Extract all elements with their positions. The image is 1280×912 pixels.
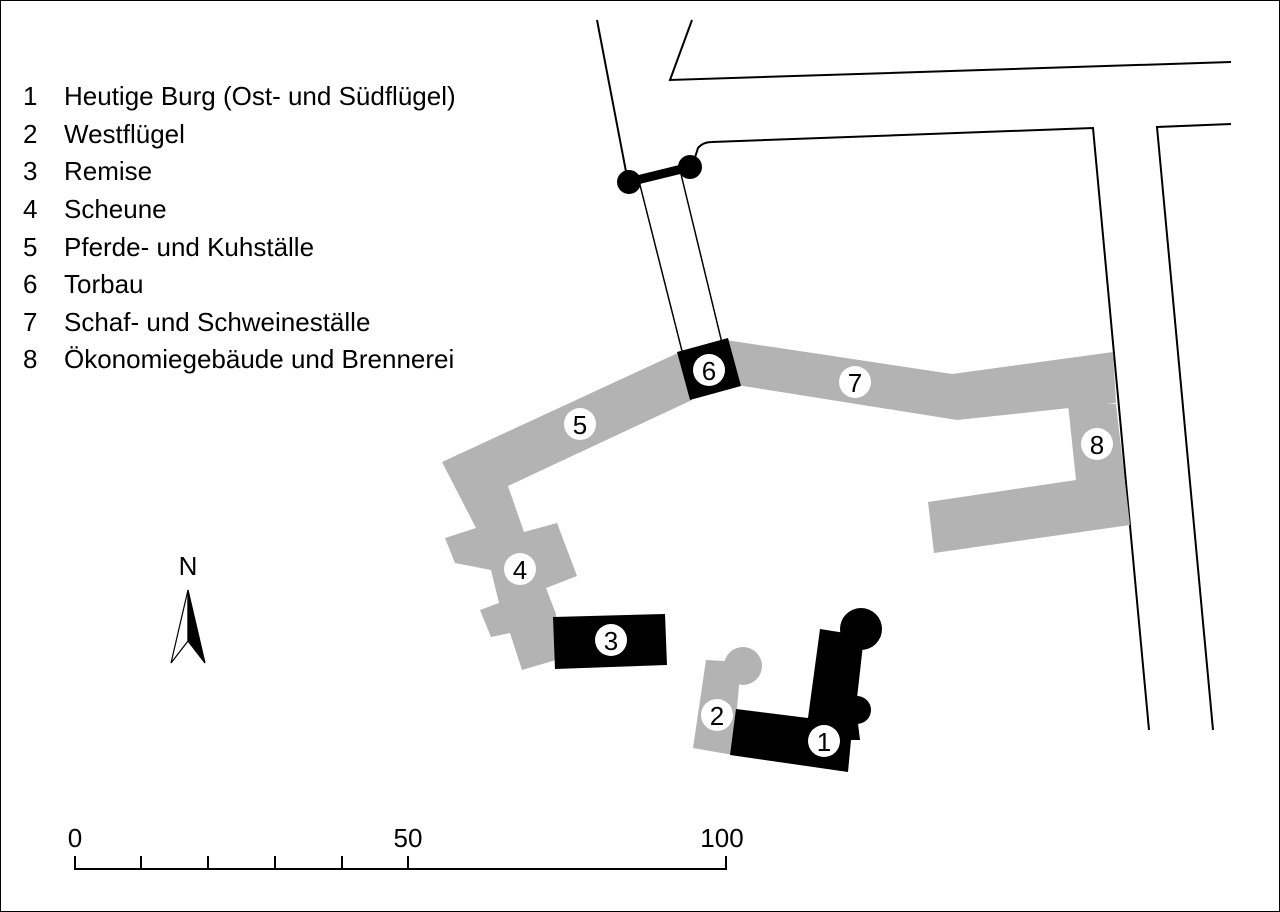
scale-label-0: 0 — [68, 823, 82, 853]
road-line — [596, 19, 629, 183]
legend-number: 7 — [23, 307, 38, 337]
legend-number: 6 — [23, 269, 38, 299]
building-8-shape — [928, 404, 1130, 553]
legend-text: Heutige Burg (Ost- und Südflügel) — [64, 81, 456, 111]
former-buildings — [442, 340, 1130, 755]
legend-text: Remise — [64, 156, 153, 186]
svg-text:7: 7 — [848, 368, 862, 398]
building-label-4: 4 — [504, 553, 536, 585]
road-line — [1155, 123, 1232, 731]
svg-text:1: 1 — [817, 727, 831, 757]
building-label-6: 6 — [693, 354, 725, 386]
building-label-1: 1 — [808, 725, 840, 757]
legend-number: 5 — [23, 232, 38, 262]
gate-barrier — [617, 155, 702, 194]
road-lines — [596, 19, 1232, 731]
scale-label-50: 50 — [394, 823, 423, 853]
svg-text:2: 2 — [710, 701, 724, 731]
legend-text: Pferde- und Kuhställe — [64, 232, 315, 262]
road-line — [639, 184, 684, 356]
building-5-shape — [442, 352, 692, 670]
scale-bar: 0 50 100 — [68, 823, 744, 870]
svg-text:3: 3 — [604, 626, 618, 656]
legend-number: 3 — [23, 156, 38, 186]
legend-number: 4 — [23, 194, 38, 224]
scale-label-100: 100 — [700, 823, 743, 853]
svg-text:4: 4 — [513, 555, 527, 585]
legend-text: Westflügel — [64, 119, 185, 149]
legend-text: Torbau — [64, 269, 144, 299]
building-label-7: 7 — [839, 366, 871, 398]
legend-number: 1 — [23, 81, 38, 111]
road-line — [668, 19, 1232, 82]
svg-text:5: 5 — [573, 410, 587, 440]
building-7-shape — [726, 340, 1116, 420]
north-arrow-right-half — [187, 589, 206, 664]
building-1-tower-north — [840, 608, 882, 650]
road-line — [691, 126, 1150, 731]
building-1-tower-south — [843, 696, 871, 724]
building-labels: 1 2 3 4 5 6 7 8 — [504, 354, 1113, 757]
building-label-5: 5 — [564, 408, 596, 440]
building-2-tower — [724, 647, 762, 685]
north-arrow-left-half — [170, 589, 189, 664]
svg-text:6: 6 — [702, 356, 716, 386]
legend-text: Scheune — [64, 194, 167, 224]
svg-text:8: 8 — [1090, 430, 1104, 460]
building-label-8: 8 — [1081, 428, 1113, 460]
legend-number: 2 — [23, 119, 38, 149]
building-label-3: 3 — [595, 624, 627, 656]
north-label: N — [179, 551, 198, 581]
building-label-2: 2 — [701, 699, 733, 731]
north-arrow: N — [170, 551, 206, 664]
legend-number: 8 — [23, 344, 38, 374]
road-line — [679, 169, 723, 344]
legend-text: Ökonomiegebäude und Brennerei — [64, 344, 455, 374]
legend-text: Schaf- und Schweineställe — [64, 307, 371, 337]
